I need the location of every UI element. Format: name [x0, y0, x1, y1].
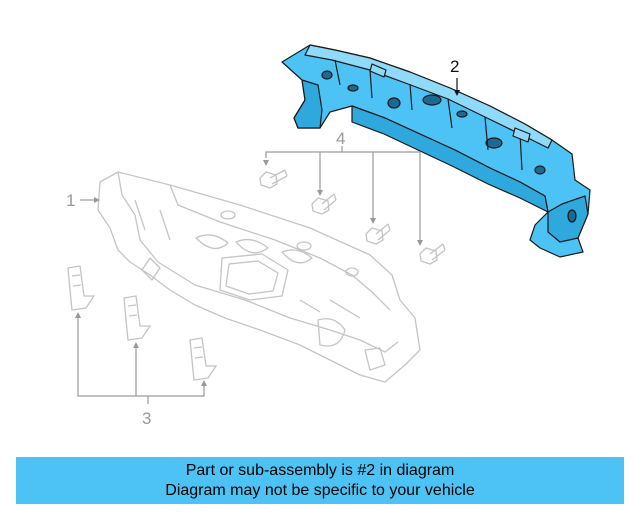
bracket-part-3-b: [123, 295, 152, 341]
bolt-part-4-d: [419, 243, 446, 265]
leader-arrowheads: [75, 90, 460, 386]
banner-line-1: Part or sub-assembly is #2 in diagram: [185, 462, 455, 479]
callout-4: 4: [336, 129, 345, 148]
bolt-part-4-a: [259, 169, 288, 189]
bracket-part-3-a: [67, 265, 96, 311]
callout-2: 2: [450, 57, 459, 76]
bracket-part-3-c: [189, 337, 218, 381]
rear-panel-part-1: [97, 171, 421, 383]
reinforcement-part-2: [281, 44, 591, 258]
info-banner: Part or sub-assembly is #2 in diagram Di…: [16, 457, 624, 504]
bolt-part-4-b: [311, 193, 337, 215]
leader-lines: [77, 78, 458, 404]
callout-3: 3: [142, 409, 151, 428]
callout-1: 1: [66, 191, 75, 210]
bolt-part-4-c: [365, 223, 391, 245]
banner-line-2: Diagram may not be specific to your vehi…: [165, 482, 475, 499]
parts-diagram: 1 2 3 4: [66, 44, 591, 428]
